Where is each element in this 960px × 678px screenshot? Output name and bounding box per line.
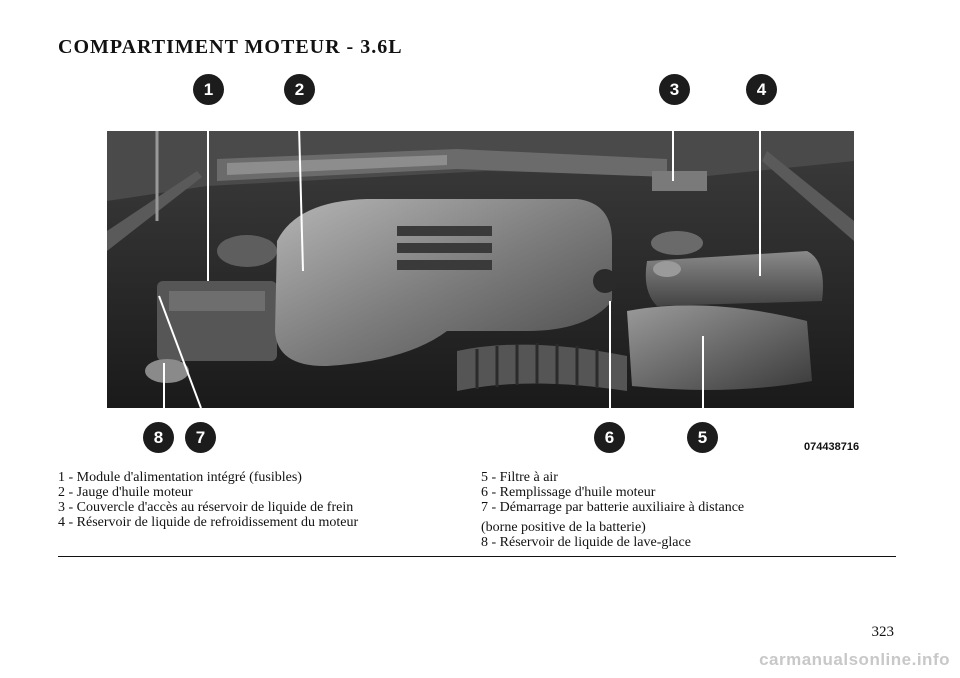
legend-item: 5 - Filtre à air	[481, 470, 558, 485]
figure-id: 074438716	[804, 441, 860, 453]
callout-8: 8	[143, 422, 174, 453]
legend-left: 1 - Module d'alimentation intégré (fusib…	[58, 470, 358, 530]
legend-item: 7 - Démarrage par batterie auxiliaire à …	[481, 500, 745, 515]
engine-illustration	[107, 131, 854, 408]
callout-3: 3	[659, 74, 690, 105]
legend-item: 4 - Réservoir de liquide de refroidissem…	[58, 515, 359, 530]
divider	[58, 556, 896, 557]
page-number: 323	[871, 624, 895, 640]
legend-item-continuation: (borne positive de la batterie)	[481, 520, 646, 535]
legend-item: 8 - Réservoir de liquide de lave-glace	[481, 535, 691, 550]
callout-2: 2	[284, 74, 315, 105]
legend-right: 5 - Filtre à air 6 - Remplissage d'huile…	[481, 470, 744, 550]
watermark: carmanualsonline.info	[759, 650, 950, 669]
callout-5: 5	[687, 422, 718, 453]
legend-item: 2 - Jauge d'huile moteur	[58, 485, 193, 500]
engine-compartment-figure	[107, 131, 854, 408]
callout-1: 1	[193, 74, 224, 105]
legend-item: 1 - Module d'alimentation intégré (fusib…	[58, 470, 302, 485]
legend-item: 3 - Couvercle d'accès au réservoir de li…	[58, 500, 354, 515]
callout-6: 6	[594, 422, 625, 453]
page-title: COMPARTIMENT MOTEUR - 3.6L	[58, 36, 403, 58]
legend-item: 6 - Remplissage d'huile moteur	[481, 485, 656, 500]
callout-7: 7	[185, 422, 216, 453]
callout-4: 4	[746, 74, 777, 105]
